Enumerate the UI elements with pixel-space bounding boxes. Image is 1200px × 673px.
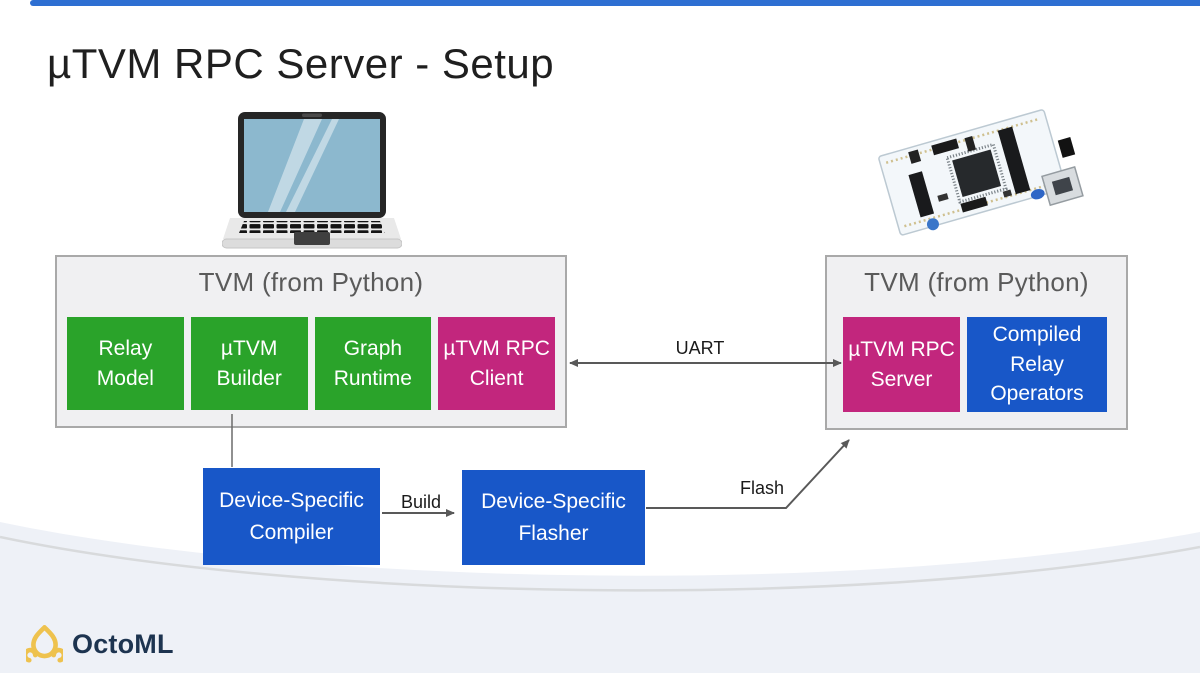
- laptop-icon: [222, 112, 402, 249]
- module-label: µTVM RPC Server: [848, 337, 955, 391]
- module-utvm-rpc-server: µTVM RPC Server: [843, 317, 960, 412]
- host-container-title: TVM (from Python): [198, 267, 424, 297]
- tool-label: Device-Specific Flasher: [481, 490, 626, 545]
- module-graph-runtime: Graph Runtime: [314, 317, 432, 410]
- module-label: Compiled Relay Operators: [990, 322, 1084, 406]
- mcu-chip: [952, 149, 1002, 198]
- screen-reflection: [268, 119, 339, 212]
- uart-label: UART: [675, 338, 725, 358]
- st-logo: [1030, 189, 1045, 200]
- pin-header: [908, 171, 935, 218]
- module-label: µTVM RPC Client: [443, 336, 550, 390]
- dev-board-icon: [878, 109, 1084, 236]
- flash-label: Flash: [739, 478, 784, 498]
- laptop-screen: [244, 119, 380, 212]
- user-button: [1057, 137, 1076, 158]
- compiler-box: Device-Specific Compiler: [203, 468, 380, 565]
- module-compiled-relay-operators: Compiled Relay Operators: [967, 317, 1107, 412]
- device-tvm-container: TVM (from Python) µTVM RPC Server Compil…: [825, 255, 1128, 430]
- host-tvm-container: TVM (from Python) Relay Model µTVM Build…: [55, 255, 567, 428]
- laptop-keyboard: [239, 221, 385, 233]
- build-label: Build: [400, 492, 442, 512]
- module-utvm-rpc-client: µTVM RPC Client: [438, 317, 555, 410]
- device-modules-row: µTVM RPC Server Compiled Relay Operators: [843, 317, 1110, 412]
- slide-title: µTVM RPC Server - Setup: [47, 40, 555, 87]
- tool-label: Device-Specific Compiler: [219, 489, 364, 544]
- top-accent-bar: [30, 0, 1200, 6]
- pin-header: [997, 126, 1031, 195]
- octoml-logo: OctoML: [26, 624, 174, 664]
- laptop-trackpad: [294, 232, 330, 245]
- module-label: Relay Model: [96, 336, 154, 390]
- octoml-logo-text: OctoML: [72, 628, 174, 659]
- flasher-box: Device-Specific Flasher: [462, 470, 645, 565]
- module-relay-model: Relay Model: [67, 317, 184, 410]
- module-utvm-builder: µTVM Builder: [190, 317, 308, 410]
- octoml-logo-icon: [26, 625, 63, 663]
- module-label: Graph Runtime: [333, 336, 412, 390]
- laptop-camera-icon: [302, 113, 322, 117]
- device-container-title: TVM (from Python): [864, 267, 1089, 297]
- module-label: µTVM Builder: [216, 336, 282, 390]
- host-modules-row: Relay Model µTVM Builder Graph Runtime µ…: [67, 317, 555, 410]
- reset-button: [926, 218, 939, 231]
